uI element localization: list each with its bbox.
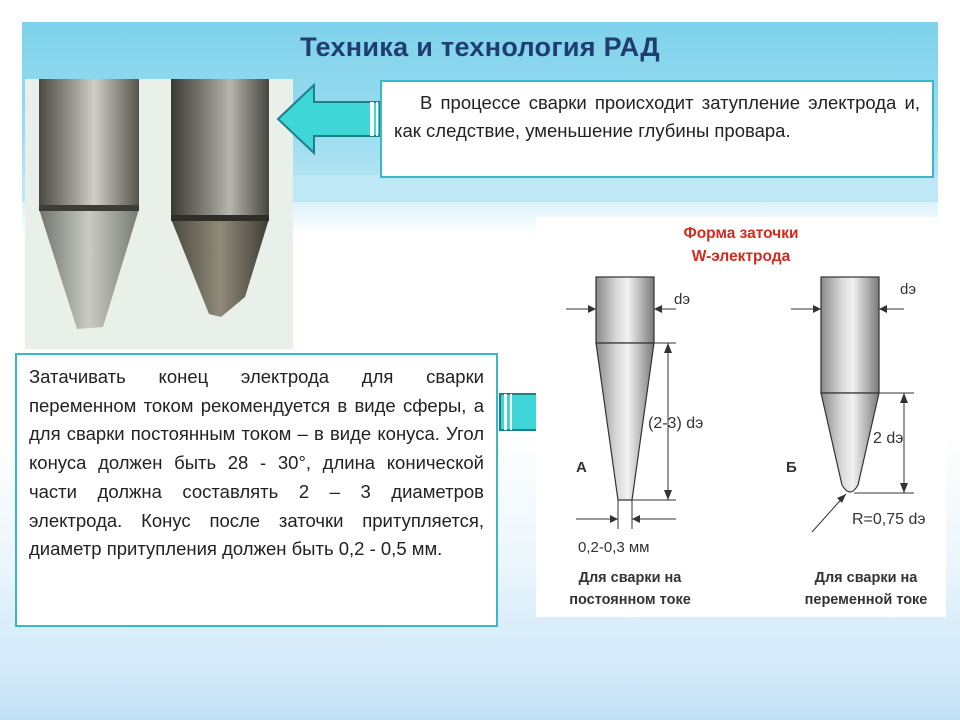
- electrode-a-caption: Для сварки на постоянном токе: [550, 567, 710, 611]
- blunting-note-box: В процессе сварки происходит затупление …: [380, 80, 934, 178]
- electrode-b-cone-label: 2 dэ: [873, 430, 904, 447]
- electrode-sharpening-diagram: Форма заточки W-электрода: [536, 217, 946, 617]
- electrode-b-radius-label: R=0,75 dэ: [852, 511, 926, 528]
- diagram-title: Форма заточки W-электрода: [536, 222, 946, 268]
- electrode-a-body: [595, 276, 655, 344]
- electrode-a-caption-line1: Для сварки на: [578, 570, 682, 586]
- electrode-a-cone: [595, 342, 655, 501]
- electrode-b-caption-line2: переменной токе: [804, 592, 928, 608]
- electrode-b-cone: [820, 392, 880, 493]
- diagram-title-line1: Форма заточки: [683, 225, 799, 242]
- electrode-b-letter: Б: [786, 459, 797, 476]
- diagram-drawing: [566, 276, 914, 533]
- diagram-title-line2: W-электрода: [691, 248, 791, 265]
- electrode-a-tip-label: 0,2-0,3 мм: [578, 539, 650, 556]
- electrode-b-caption: Для сварки на переменной токе: [786, 567, 946, 611]
- electrode-a-caption-line2: постоянном токе: [569, 592, 691, 608]
- slide-title: Техника и технология РАД: [300, 32, 660, 62]
- electrode-a-cone-label: (2-3) dэ: [648, 415, 704, 432]
- electrode-b-body: [820, 276, 880, 394]
- electrodes-photo: [25, 79, 293, 349]
- electrode-b-diameter-label: dэ: [900, 281, 916, 298]
- electrode-a-diameter-label: dэ: [674, 291, 690, 308]
- sharpening-instructions-box: Затачивать конец электрода для сварки пе…: [15, 353, 498, 627]
- electrode-a-letter: А: [576, 459, 587, 476]
- electrode-b-caption-line1: Для сварки на: [814, 570, 918, 586]
- left-arrow-icon: [276, 82, 381, 156]
